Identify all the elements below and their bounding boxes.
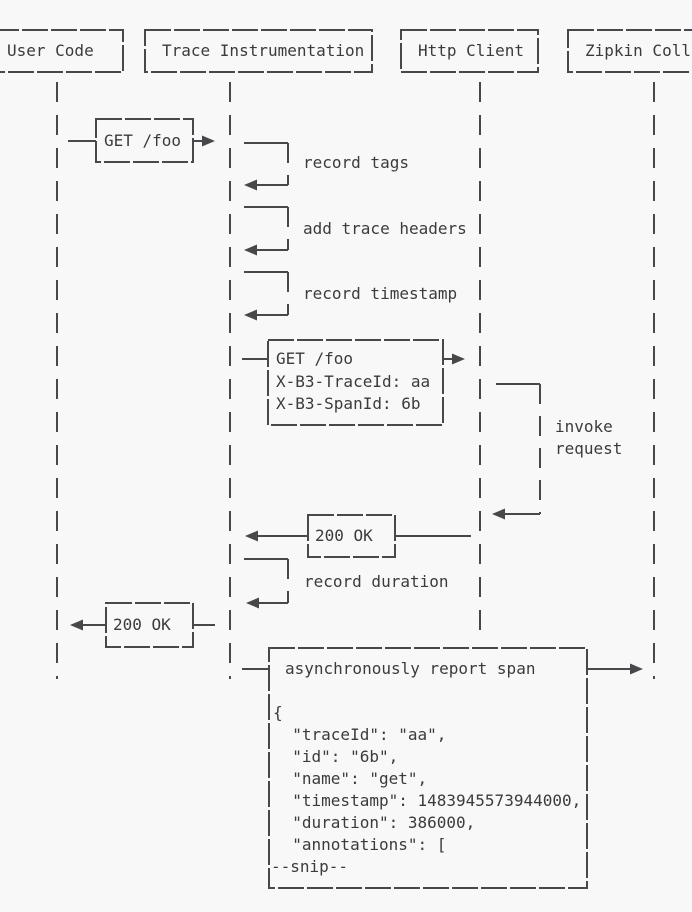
arrowhead-right-icon <box>202 135 215 147</box>
arrowhead-left-icon <box>246 597 259 609</box>
participant-label-zipkin-collector: Zipkin Collector <box>585 41 692 60</box>
span-payload-line: "timestamp": 1483945573944000, <box>273 791 582 810</box>
participant-box-trace-instrumentation <box>144 29 373 73</box>
msg-label-http-request-traceid: X-B3-TraceId: aa <box>276 372 431 391</box>
msg-label-ok2: 200 OK <box>113 615 171 634</box>
msg-box-ok2 <box>105 602 194 648</box>
span-payload-line: "duration": 386000, <box>273 813 476 832</box>
msg-box-report-span <box>268 647 588 889</box>
msg-box-http-request <box>267 339 444 426</box>
arrowhead-left-icon <box>492 508 505 520</box>
span-payload-line: "annotations": [ <box>273 835 447 854</box>
span-payload-line: "name": "get", <box>273 769 428 788</box>
arrowhead-left-icon <box>245 530 258 542</box>
participant-box-http-client <box>400 29 539 73</box>
span-payload-line: { <box>273 703 283 722</box>
msg-box-get-foo <box>95 118 194 163</box>
participant-label-trace-instrumentation: Trace Instrumentation <box>162 41 365 60</box>
msg-label-report-span-title: asynchronously report span <box>285 659 536 678</box>
span-payload-line: --snip-- <box>271 857 349 876</box>
participant-box-user-code <box>0 29 124 73</box>
msg-label-get-foo: GET /foo <box>104 131 182 150</box>
arrowhead-left-icon <box>244 244 257 256</box>
participant-label-user-code: User Code <box>7 41 94 60</box>
arrowhead-right-icon <box>452 353 465 365</box>
msg-label-record-duration: record duration <box>304 572 449 591</box>
arrowhead-left-icon <box>244 309 257 321</box>
msg-label-http-request-spanid: X-B3-SpanId: 6b <box>276 394 421 413</box>
span-payload-line: "traceId": "aa", <box>273 725 447 744</box>
msg-label-record-tags: record tags <box>303 153 409 172</box>
msg-label-invoke: invoke <box>555 417 613 436</box>
arrowhead-left-icon <box>244 179 257 191</box>
msg-box-ok1 <box>307 514 396 558</box>
participant-box-zipkin-collector <box>567 29 692 73</box>
participant-label-http-client: Http Client <box>418 41 524 60</box>
arrowhead-left-icon <box>70 619 83 631</box>
msg-label-ok1: 200 OK <box>315 526 373 545</box>
msg-label-request: request <box>555 439 623 458</box>
msg-label-add-trace-headers: add trace headers <box>303 219 467 238</box>
msg-label-http-request-method: GET /foo <box>276 349 354 368</box>
msg-label-record-timestamp: record timestamp <box>303 284 458 303</box>
arrowhead-right-icon <box>630 663 643 675</box>
span-payload-line: "id": "6b", <box>273 747 399 766</box>
